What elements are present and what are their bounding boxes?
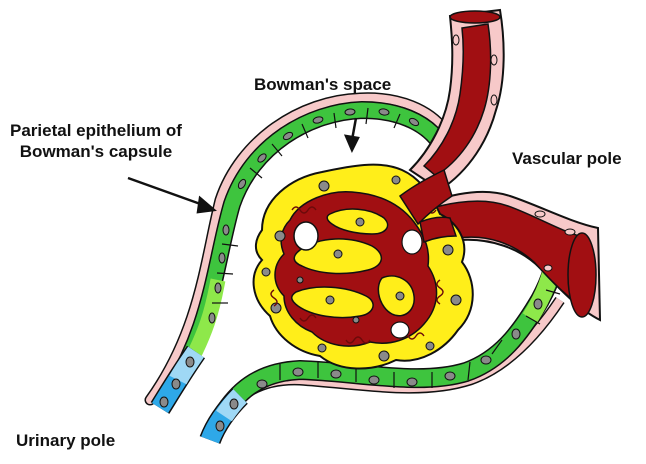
label-parietal-epithelium: Parietal epithelium of Bowman's capsule [10,120,182,162]
label-parietal-line2: Bowman's capsule [10,141,182,162]
capillary-lumen-open [294,222,318,250]
label-bowmans-space: Bowman's space [254,74,391,95]
glomerulus-tuft [254,165,473,369]
label-urinary-pole: Urinary pole [16,430,115,451]
label-vascular-pole: Vascular pole [512,148,622,169]
label-parietal-line1: Parietal epithelium of [10,120,182,141]
